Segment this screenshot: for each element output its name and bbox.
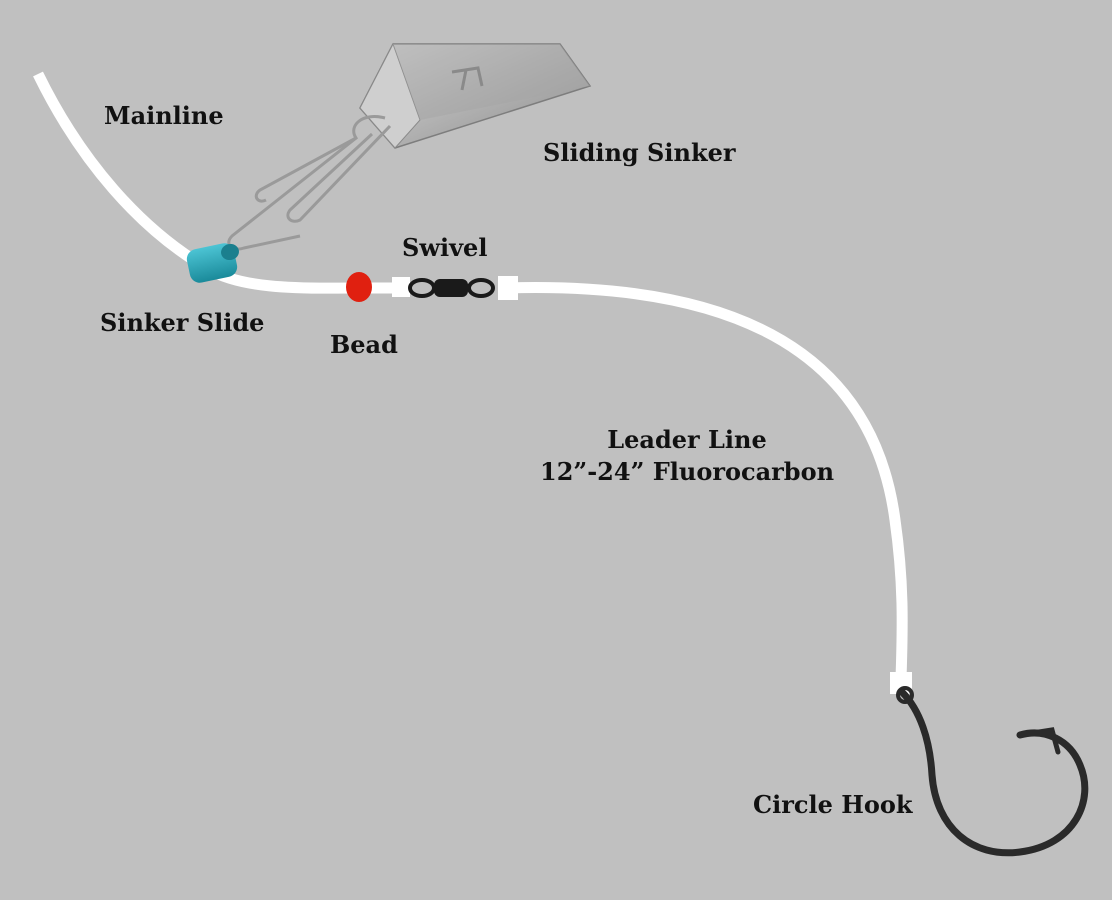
sliding-sinker: [359, 42, 592, 149]
leader-line-title: Leader Line: [607, 425, 767, 454]
snap-clip: [227, 115, 392, 251]
sinker-slide-label: Sinker Slide: [100, 308, 265, 337]
leader-line-label: Leader Line 12”-24” Fluorocarbon: [540, 424, 834, 488]
knot: [392, 277, 410, 297]
bead-label: Bead: [330, 330, 398, 359]
sliding-sinker-label: Sliding Sinker: [543, 138, 736, 167]
swivel: [408, 278, 495, 298]
leader-line: [504, 282, 908, 681]
circle-hook-label: Circle Hook: [753, 790, 913, 819]
circle-hook: [896, 686, 1089, 857]
leader-line-spec: 12”-24” Fluorocarbon: [540, 457, 835, 486]
sinker-slide: [186, 243, 239, 283]
bead: [346, 272, 372, 302]
swivel-label: Swivel: [402, 233, 488, 262]
knot: [498, 276, 518, 300]
mainline-label: Mainline: [104, 101, 224, 130]
